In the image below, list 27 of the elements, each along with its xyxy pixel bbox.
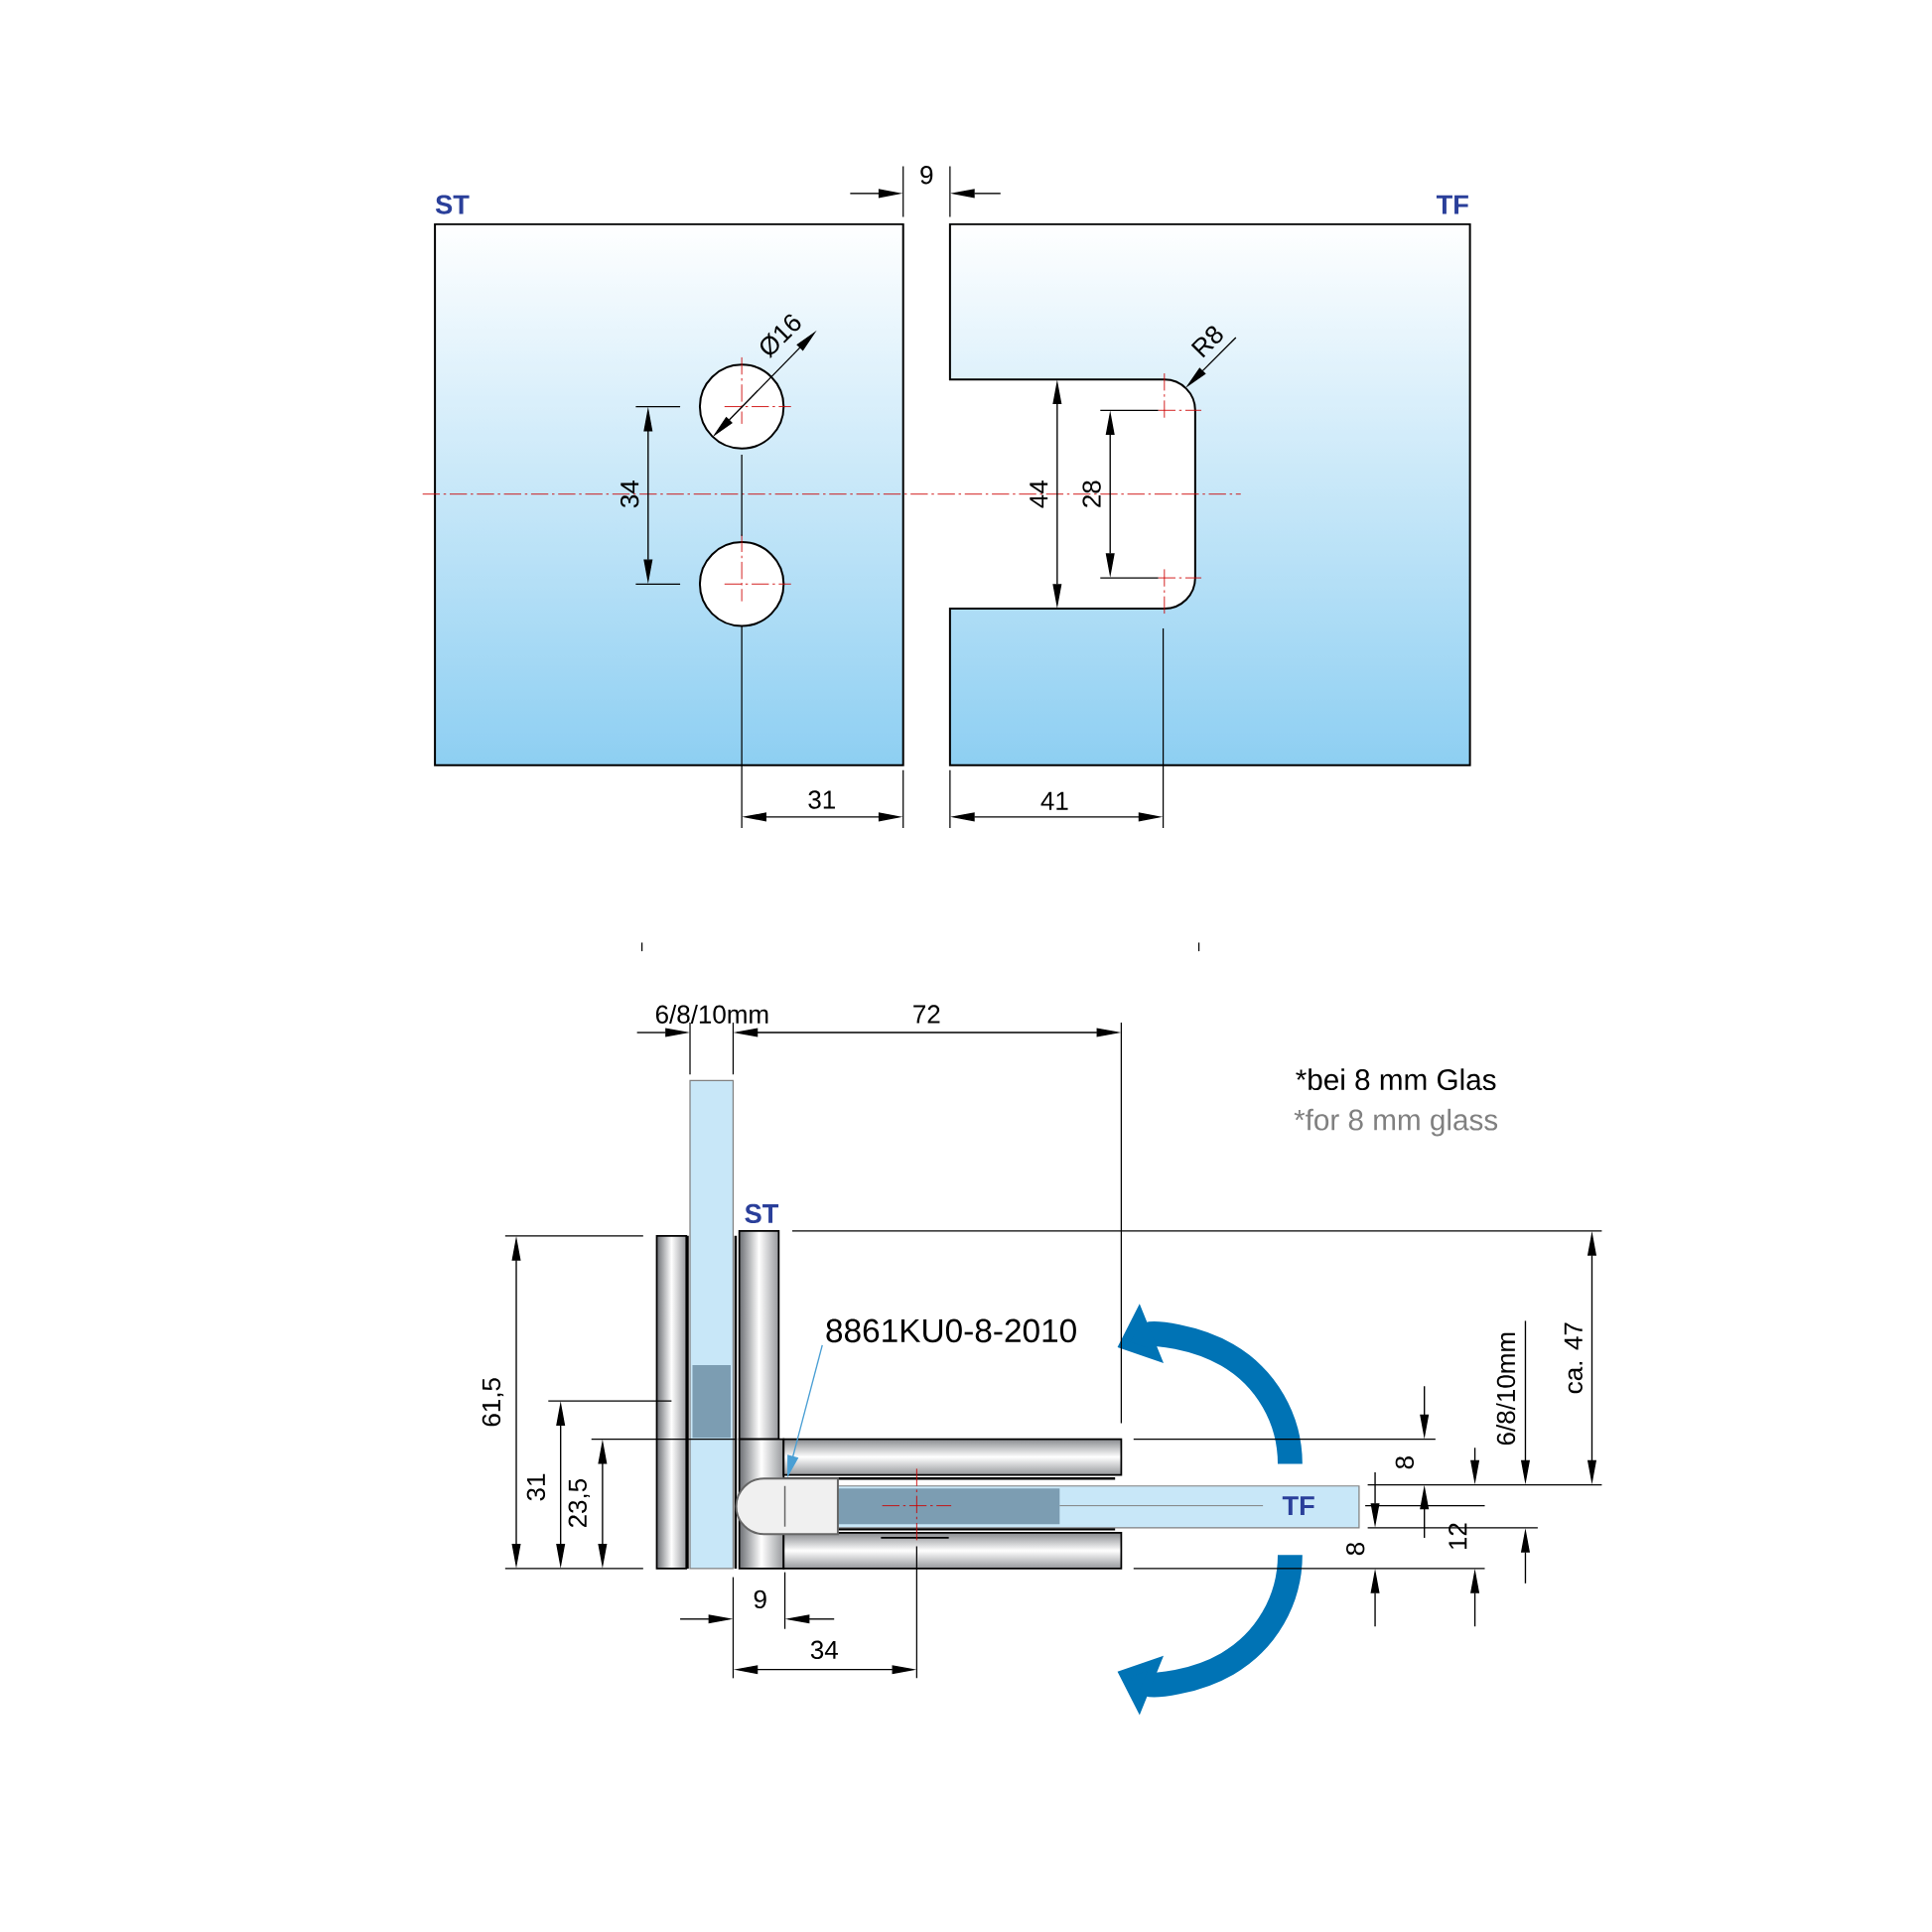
dimension-label: 28 xyxy=(1082,481,1101,507)
dimension-label: 72 xyxy=(913,1005,940,1024)
panel-label: TF xyxy=(1282,1496,1314,1515)
dimension-label: 8 xyxy=(1346,1542,1365,1556)
dimension-label: 61,5 xyxy=(482,1378,504,1427)
dimension-label: 9 xyxy=(920,166,933,185)
dimension-label: 23,5 xyxy=(568,1478,591,1528)
dimension-label: 34 xyxy=(621,481,639,508)
dimension-label: 34 xyxy=(810,1640,838,1659)
seal-profile xyxy=(735,1477,839,1536)
dimension-label: 31 xyxy=(526,1473,546,1501)
panel-label: ST xyxy=(745,1203,779,1224)
dimension-label: 6/8/10mm xyxy=(655,1004,768,1024)
dimension-label: 6/8/10mm xyxy=(1496,1332,1516,1446)
dimension-label: 8 xyxy=(1395,1456,1415,1469)
dimension-label: ca. 47 xyxy=(1564,1322,1583,1394)
part-number-label: 8861KU0-8-2010 xyxy=(826,1318,1076,1343)
dimension-label: 9 xyxy=(754,1589,766,1609)
dimension-label: 31 xyxy=(808,790,835,809)
panel-label: ST xyxy=(435,195,470,214)
note-text: *bei 8 mm Glas xyxy=(1296,1068,1496,1091)
dimension-label: R8 xyxy=(1190,326,1223,358)
panel-label: TF xyxy=(1436,195,1468,214)
dimension-label: 41 xyxy=(1040,791,1068,810)
note-text: *for 8 mm glass xyxy=(1294,1108,1498,1137)
dimension-label: 12 xyxy=(1449,1523,1467,1550)
dimension-label: 44 xyxy=(1030,481,1048,508)
